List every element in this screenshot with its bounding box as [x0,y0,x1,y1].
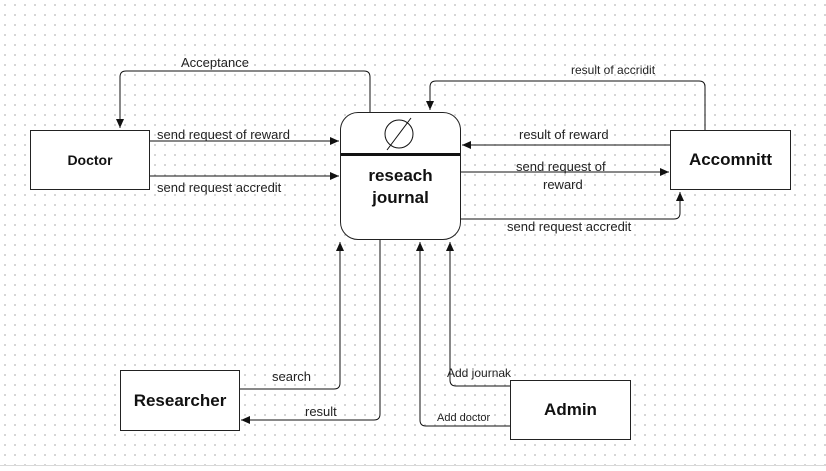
flow-send-request-reward-label-1: send request of [516,159,606,174]
process-divider [341,153,460,156]
entity-admin-label: Admin [544,400,597,419]
entity-accomnitt-label: Accomnitt [688,150,773,169]
entity-doctor[interactable]: Doctor [30,130,150,190]
flow-send-request-accredit[interactable] [461,192,684,220]
flow-add-doctor[interactable] [416,242,511,427]
flow-result[interactable] [241,240,381,424]
flow-result-label: result [305,404,337,419]
flow-send-request-accredit-label: send request accredit [507,219,632,234]
flow-doctor-accredit-label: send request accredit [157,180,282,195]
no-symbol-icon [379,116,419,157]
flow-search-label: search [272,369,311,384]
flow-acceptance[interactable] [116,70,371,128]
flow-acceptance-label: Acceptance [181,55,249,70]
flow-doctor-reward-label: send request of reward [157,127,290,142]
flow-add-journak[interactable] [446,242,511,387]
flow-add-journak-label: Add journak [447,366,512,380]
flow-send-request-reward-label-2: reward [543,177,583,192]
flow-result-of-accridit[interactable] [426,80,706,130]
flow-search[interactable] [240,242,344,390]
entity-researcher[interactable]: Researcher [120,370,240,431]
entity-researcher-label: Researcher [133,390,227,410]
canvas-bottom-edge [0,465,826,466]
entity-accomnitt[interactable]: Accomnitt [670,130,791,190]
process-research-journal[interactable]: reseach journal [340,112,461,240]
flow-result-of-reward-label: result of reward [519,127,609,142]
entity-doctor-label: Doctor [67,152,113,168]
process-name: reseach journal [368,166,433,207]
flow-result-of-accridit-label: result of accridit [571,63,656,77]
entity-admin[interactable]: Admin [510,380,631,440]
flow-add-doctor-label: Add doctor [437,412,491,424]
